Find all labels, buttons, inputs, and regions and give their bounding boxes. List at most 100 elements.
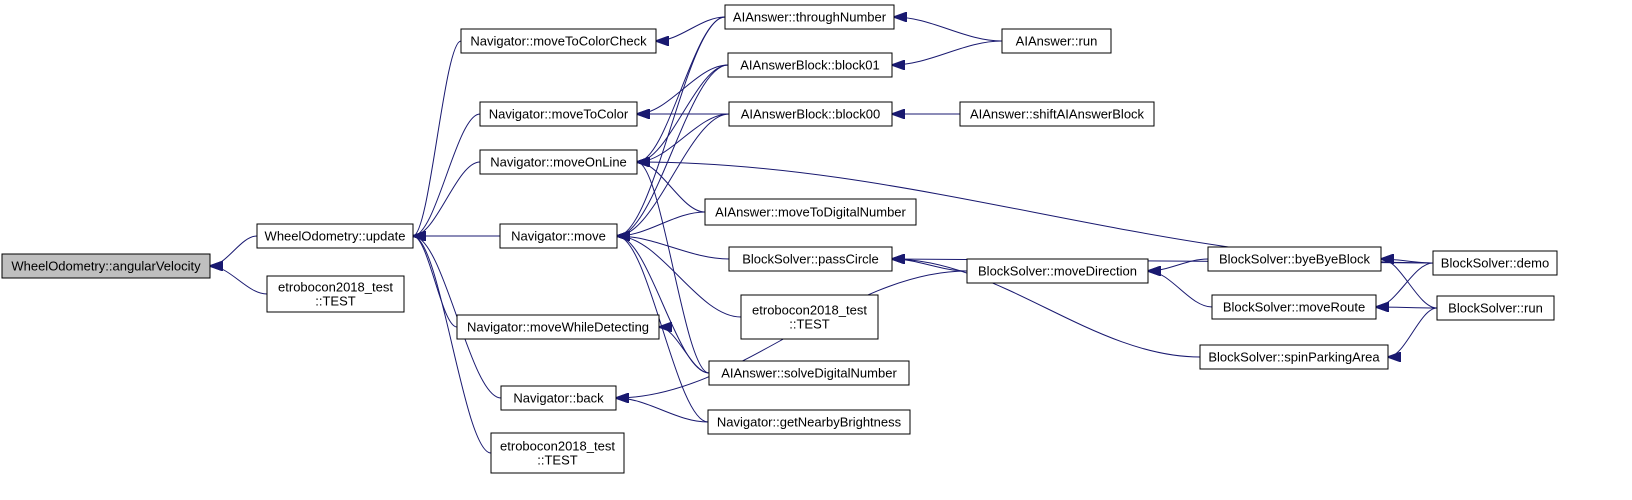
- node-nav-gnb[interactable]: Navigator::getNearbyBrightness: [707, 409, 911, 435]
- node-bs-route[interactable]: BlockSolver::moveRoute: [1211, 294, 1377, 320]
- node-box: [1211, 294, 1377, 320]
- node-label: Navigator::moveOnLine: [490, 155, 627, 170]
- node-box: [1436, 295, 1555, 321]
- node-bs-movedir[interactable]: BlockSolver::moveDirection: [966, 258, 1149, 284]
- node-label: AIAnswer::throughNumber: [733, 10, 887, 25]
- node-box: [707, 409, 911, 435]
- node-box: [500, 385, 617, 411]
- node-box: [490, 432, 625, 474]
- node-label: etrobocon2018_test: [278, 280, 393, 295]
- node-box: [728, 101, 893, 127]
- node-test-c[interactable]: etrobocon2018_test::TEST: [740, 294, 879, 340]
- edge-nav-mtcc-to-wo-update: [413, 40, 462, 236]
- node-label: BlockSolver::moveDirection: [978, 264, 1137, 279]
- edge-bs-run-to-bs-spin: [1388, 307, 1438, 357]
- node-nav-mtc[interactable]: Navigator::moveToColor: [479, 101, 638, 127]
- node-bs-demo[interactable]: BlockSolver::demo: [1432, 250, 1558, 276]
- node-box: [1207, 246, 1382, 272]
- edge-ai-run-to-ai-through: [894, 17, 1003, 42]
- node-label: Navigator::back: [513, 391, 604, 406]
- node-box: [740, 294, 879, 340]
- node-bs-pass[interactable]: BlockSolver::passCircle: [728, 246, 893, 272]
- node-label: BlockSolver::byeByeBlock: [1219, 252, 1371, 267]
- edge-ai-through-to-nav-move: [617, 16, 726, 236]
- node-wo-update[interactable]: WheelOdometry::update: [256, 223, 414, 249]
- node-label: AIAnswer::run: [1016, 34, 1098, 49]
- node-label: AIAnswer::moveToDigitalNumber: [715, 205, 906, 220]
- node-label: AIAnswer::solveDigitalNumber: [721, 366, 897, 381]
- edge-nav-gnb-to-nav-back: [616, 398, 709, 423]
- edge-ai-solve-to-nav-mol: [637, 162, 710, 374]
- node-ai-mtdn[interactable]: AIAnswer::moveToDigitalNumber: [704, 198, 917, 226]
- edge-bs-route-to-bs-movedir: [1148, 271, 1213, 308]
- node-nav-mtcc[interactable]: Navigator::moveToColorCheck: [460, 28, 657, 54]
- node-label: ::TEST: [789, 317, 830, 332]
- node-aib-block01[interactable]: AIAnswerBlock::block01: [727, 52, 893, 78]
- edge-nav-mol-to-wo-update: [413, 161, 481, 236]
- node-label: WheelOdometry::update: [265, 229, 406, 244]
- nodes-layer: WheelOdometry::angularVelocity WheelOdome…: [1, 4, 1558, 474]
- node-bs-run[interactable]: BlockSolver::run: [1436, 295, 1555, 321]
- node-root: WheelOdometry::angularVelocity: [1, 253, 211, 279]
- node-label: BlockSolver::passCircle: [742, 252, 879, 267]
- edge-test-a-to-root: [210, 266, 268, 295]
- node-box: [708, 360, 910, 386]
- node-box: [1199, 344, 1389, 370]
- node-box: [966, 258, 1149, 284]
- node-label: ::TEST: [315, 294, 356, 309]
- edge-nav-mtc-to-wo-update: [413, 113, 481, 236]
- edge-ai-mtdn-to-nav-mol: [637, 162, 706, 213]
- node-box: [479, 149, 638, 175]
- node-box: [1, 253, 211, 279]
- node-label: Navigator::moveToColorCheck: [470, 34, 647, 49]
- node-label: AIAnswer::shiftAIAnswerBlock: [970, 107, 1145, 122]
- node-box: [1001, 28, 1112, 54]
- node-nav-mol[interactable]: Navigator::moveOnLine: [479, 149, 638, 175]
- node-label: BlockSolver::moveRoute: [1223, 300, 1365, 315]
- node-box: [499, 223, 618, 249]
- node-box: [959, 101, 1155, 127]
- node-box: [1432, 250, 1558, 276]
- edge-ai-solve-to-nav-mwd: [659, 327, 710, 374]
- node-label: AIAnswerBlock::block00: [741, 107, 880, 122]
- node-label: BlockSolver::run: [1448, 301, 1543, 316]
- node-ai-run[interactable]: AIAnswer::run: [1001, 28, 1112, 54]
- node-box: [704, 198, 917, 226]
- edge-aib-block01-to-nav-move: [617, 64, 729, 236]
- edge-test-b-to-wo-update: [413, 236, 492, 454]
- node-box: [728, 246, 893, 272]
- node-test-b[interactable]: etrobocon2018_test::TEST: [490, 432, 625, 474]
- edge-aib-block00-to-nav-mol: [637, 113, 730, 162]
- node-bs-spin[interactable]: BlockSolver::spinParkingArea: [1199, 344, 1389, 370]
- node-test-a[interactable]: etrobocon2018_test::TEST: [266, 275, 405, 313]
- edge-bs-demo-to-bs-route: [1376, 262, 1434, 307]
- node-box: [256, 223, 414, 249]
- node-label: Navigator::moveWhileDetecting: [467, 320, 649, 335]
- node-box: [479, 101, 638, 127]
- edge-wo-update-to-root: [210, 235, 258, 266]
- edges-layer: [210, 16, 1438, 454]
- node-label: Navigator::move: [511, 229, 606, 244]
- node-nav-mwd[interactable]: Navigator::moveWhileDetecting: [456, 314, 660, 340]
- node-label: etrobocon2018_test: [500, 439, 615, 454]
- node-label: ::TEST: [537, 453, 578, 468]
- node-box: [266, 275, 405, 313]
- edge-aib-block00-to-nav-move: [617, 113, 730, 236]
- node-ai-solve[interactable]: AIAnswer::solveDigitalNumber: [708, 360, 910, 386]
- node-label: etrobocon2018_test: [752, 303, 867, 318]
- node-label: Navigator::moveToColor: [489, 107, 629, 122]
- node-nav-back[interactable]: Navigator::back: [500, 385, 617, 411]
- edge-bs-spin-to-bs-pass: [892, 259, 1201, 358]
- node-bs-bye[interactable]: BlockSolver::byeByeBlock: [1207, 246, 1382, 272]
- node-box: [456, 314, 660, 340]
- node-box: [724, 4, 895, 30]
- edge-nav-mwd-to-wo-update: [413, 236, 458, 328]
- node-label: WheelOdometry::angularVelocity: [11, 259, 201, 274]
- node-ai-through[interactable]: AIAnswer::throughNumber: [724, 4, 895, 30]
- node-ai-shift[interactable]: AIAnswer::shiftAIAnswerBlock: [959, 101, 1155, 127]
- node-nav-move[interactable]: Navigator::move: [499, 223, 618, 249]
- edge-test-c-to-nav-move: [617, 236, 742, 318]
- node-aib-block00[interactable]: AIAnswerBlock::block00: [728, 101, 893, 127]
- edge-bs-run-to-bs-route: [1376, 307, 1438, 308]
